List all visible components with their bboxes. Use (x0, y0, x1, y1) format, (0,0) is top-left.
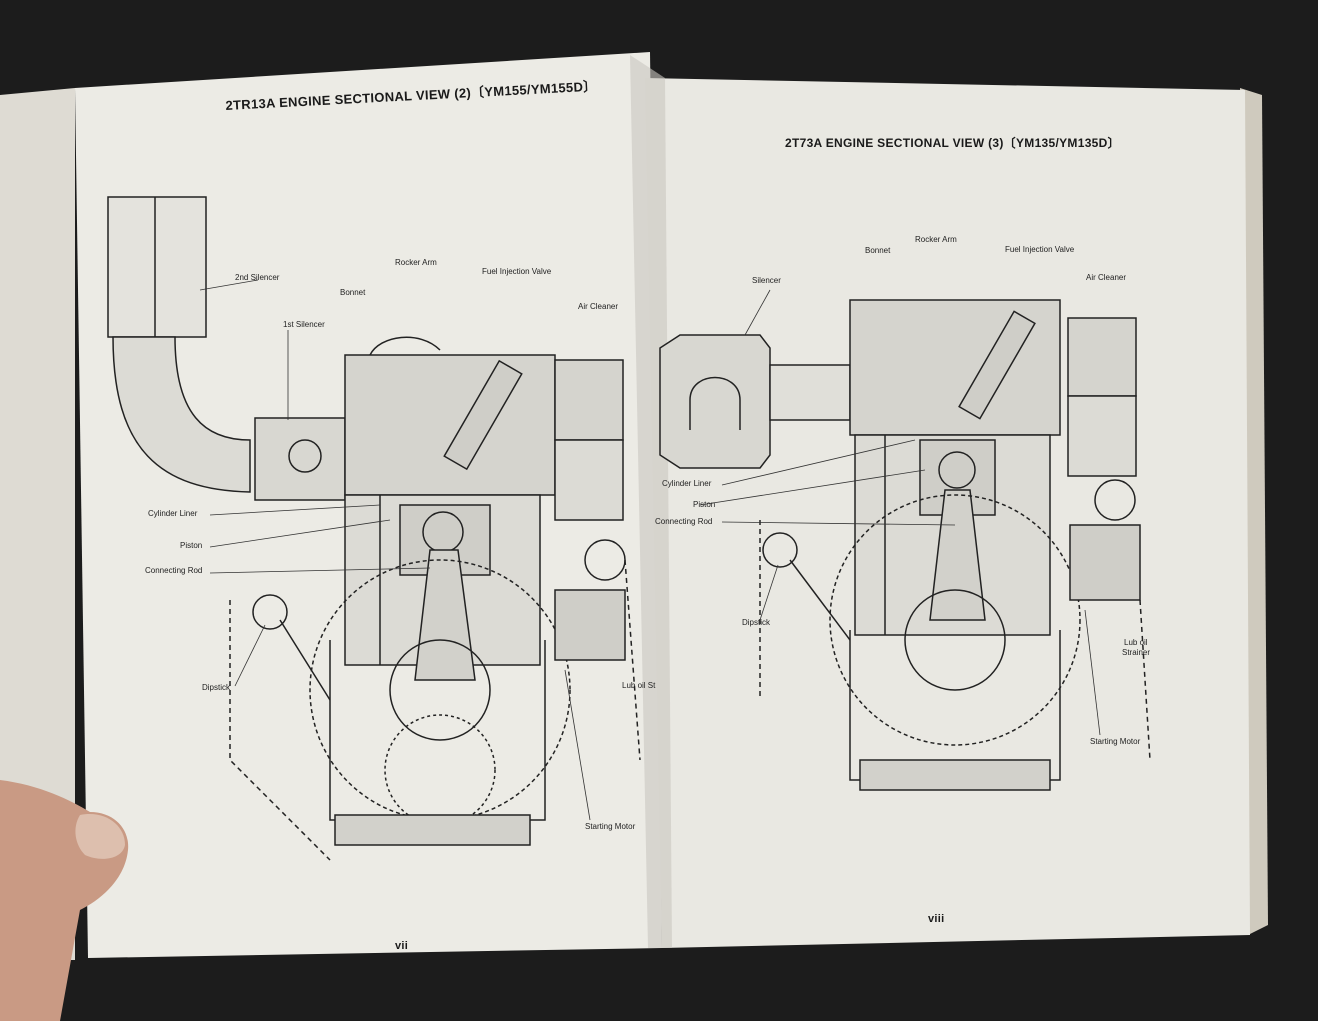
label-bonnet-r: Bonnet (865, 246, 891, 255)
label-starting-motor: Starting Motor (585, 822, 636, 831)
left-page-number: vii (395, 940, 409, 952)
label-dipstick: Dipstick (202, 683, 231, 692)
right-page-number: viii (928, 913, 945, 925)
left-engine-drawing (107, 196, 641, 861)
label-rocker-arm: Rocker Arm (395, 258, 437, 267)
label-air-cleaner: Air Cleaner (578, 302, 619, 311)
label-strainer-r: Strainer (1122, 648, 1151, 657)
label-air-cleaner-r: Air Cleaner (1086, 273, 1127, 282)
label-connecting-rod: Connecting Rod (145, 566, 203, 575)
right-engine-drawing (659, 299, 1151, 791)
label-piston-r: Piston (693, 500, 716, 509)
label-silencer: Silencer (752, 276, 781, 285)
label-connecting-rod-r: Connecting Rod (655, 517, 713, 526)
gutter-shadow (630, 55, 672, 948)
left-page-stack (0, 88, 75, 960)
label-lub-oil-strainer: Lub oil St (622, 681, 656, 690)
label-1st-silencer: 1st Silencer (283, 320, 325, 329)
label-fuel-injection-valve-r: Fuel Injection Valve (1005, 245, 1075, 254)
label-2nd-silencer: 2nd Silencer (235, 273, 280, 282)
label-starting-motor-r: Starting Motor (1090, 737, 1141, 746)
label-bonnet: Bonnet (340, 288, 366, 297)
left-leader-lines (199, 279, 591, 821)
label-rocker-arm-r: Rocker Arm (915, 235, 957, 244)
label-piston: Piston (180, 541, 203, 550)
right-page-title: 2T73A ENGINE SECTIONAL VIEW (3)〔YM135/YM… (785, 136, 1120, 150)
label-cylinder-liner-r: Cylinder Liner (662, 479, 712, 488)
label-fuel-injection-valve: Fuel Injection Valve (482, 267, 552, 276)
right-leader-lines (699, 289, 1101, 736)
thumbnail (75, 814, 125, 859)
label-cylinder-liner: Cylinder Liner (148, 509, 198, 518)
label-lub-oil-r: Lub oil (1124, 638, 1148, 647)
label-dipstick-r: Dipstick (742, 618, 771, 627)
